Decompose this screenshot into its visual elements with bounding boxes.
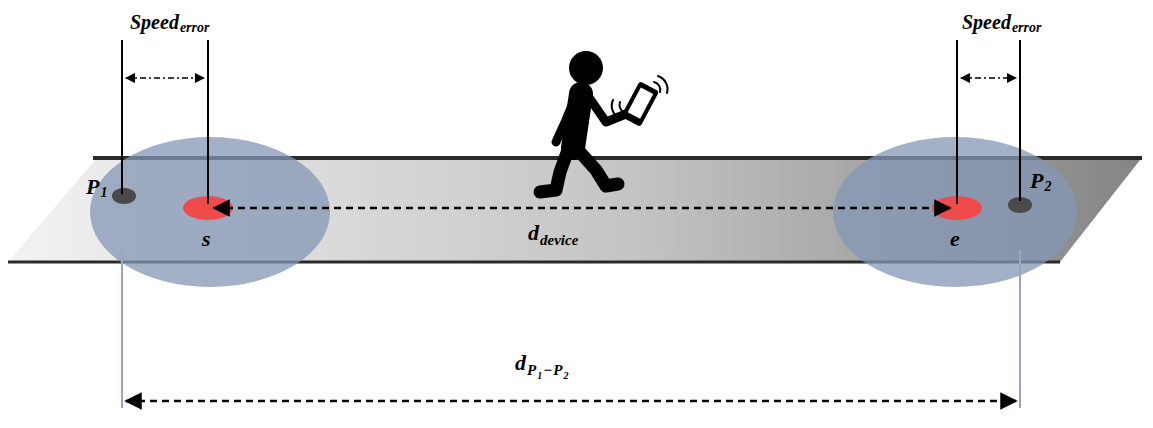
error-region (833, 137, 1077, 287)
error-region (90, 137, 330, 287)
point-label: P (1030, 170, 1043, 192)
subscript-label: 2 (1044, 180, 1051, 194)
marker-line (956, 40, 958, 204)
subscript-label: 1 (100, 186, 107, 200)
subscript-label: 2 (563, 371, 568, 381)
point-label: P (86, 176, 99, 198)
marker-line (121, 250, 123, 408)
point-label: s (202, 228, 211, 250)
marker-line (1019, 250, 1021, 408)
reference-point (112, 188, 136, 204)
marker-line (121, 40, 123, 194)
subscript-label: error (180, 21, 210, 35)
dimension-arrow (961, 77, 1016, 79)
subscript-label: P (527, 363, 536, 378)
dimension-arrow (214, 207, 950, 210)
walking-person (540, 51, 668, 192)
variable-label: d (528, 222, 539, 244)
subscript-label: − (543, 363, 552, 378)
marker-line (1019, 40, 1021, 201)
subscript-label: P (553, 363, 562, 378)
marker-line (207, 40, 209, 204)
variable-label: Speed (962, 12, 1011, 32)
variable-label: Speed (130, 12, 179, 32)
subscript-label: 1 (537, 371, 542, 381)
dimension-arrow (126, 400, 1016, 403)
variable-label: d (515, 352, 526, 374)
dimension-arrow (126, 77, 204, 79)
subscript-label: error (1012, 21, 1042, 35)
subscript-label: device (540, 233, 578, 248)
point-label: e (950, 228, 960, 250)
